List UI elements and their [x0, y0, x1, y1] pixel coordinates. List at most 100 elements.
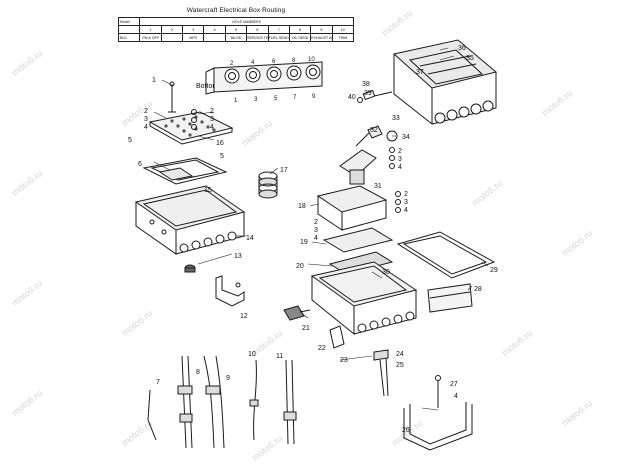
part-16-panel [148, 111, 234, 145]
callout-5: 5 [220, 153, 224, 160]
callout-8: 8 [196, 369, 200, 376]
bottom-hole-10: 10 [308, 57, 315, 63]
callout-10: 10 [248, 351, 256, 358]
fastener-stack-mid [389, 147, 401, 213]
part-21-relay [283, 305, 311, 321]
callout-4: 4 [314, 235, 318, 242]
callout-31: 31 [374, 183, 382, 190]
callout-3: 3 [314, 227, 318, 234]
diagram-title: Watercraft Electrical Box Routing [186, 7, 286, 14]
callout-3: 3 [144, 116, 148, 123]
part-38-connector [357, 89, 393, 103]
part-18-module [316, 185, 388, 231]
part-36-upper-module [392, 39, 498, 126]
callout-13: 13 [234, 253, 242, 260]
callout-3: 3 [404, 199, 408, 206]
callout-29: 29 [490, 267, 498, 274]
bottom-hole-9: 9 [312, 94, 316, 100]
callout-layer: 1 2 3 4 2 3 4 16 5 5 6 15 17 14 13 12 18… [128, 45, 498, 434]
bottom-hole-4: 4 [251, 60, 255, 66]
callout-3: 3 [398, 156, 402, 163]
callout-2: 2 [404, 191, 408, 198]
callout-4: 4 [144, 124, 148, 131]
part-6-gasket [142, 157, 228, 185]
routing-table: Model HOLE NUMBERS 1 2 3 4 5 6 7 8 9 10 … [117, 17, 355, 42]
bottom-view-strip [205, 61, 323, 95]
bottom-hole-8: 8 [292, 58, 296, 64]
bottom-hole-5: 5 [274, 96, 278, 102]
callout-19: 19 [300, 239, 308, 246]
callout-33: 33 [392, 115, 400, 122]
callout-38: 38 [362, 81, 370, 88]
callout-4: 4 [398, 164, 402, 171]
callout-32: 32 [370, 127, 378, 134]
callout-24: 24 [396, 351, 404, 358]
callout-2: 2 [144, 108, 148, 115]
callout-26: 26 [402, 427, 410, 434]
callout-17: 17 [280, 167, 288, 174]
callout-7: 7 [156, 379, 160, 386]
callout-37: 37 [416, 69, 424, 76]
callout-21: 21 [302, 325, 310, 332]
part-29-gasket [396, 231, 496, 279]
callout-15: 15 [204, 187, 212, 194]
callout-6: 6 [138, 161, 142, 168]
bottom-hole-3: 3 [254, 97, 258, 103]
part-17-coil [258, 171, 278, 199]
bottom-hole-6: 6 [272, 59, 276, 65]
part-31-solenoid [339, 125, 398, 185]
part-12-bracket [215, 275, 245, 307]
callout-1: 1 [152, 77, 156, 84]
part-10-cable [249, 359, 259, 441]
callout-9: 9 [226, 375, 230, 382]
fastener-stack-left [191, 109, 197, 130]
part-11-cable [283, 359, 297, 445]
callout-20: 20 [296, 263, 304, 270]
part-7-lead [147, 389, 157, 441]
part-30-main-box [310, 261, 418, 336]
callout-25: 25 [396, 362, 404, 369]
callout-40: 40 [348, 94, 356, 101]
callout-12: 12 [240, 313, 248, 320]
callout-11: 11 [276, 353, 283, 360]
callout-36: 36 [458, 45, 466, 52]
callout-3: 3 [210, 116, 214, 123]
bottom-hole-2: 2 [230, 61, 234, 67]
callout-2: 2 [314, 219, 318, 226]
callout-27: 27 [450, 381, 458, 388]
callout-5: 5 [128, 137, 132, 144]
callout-23: 23 [340, 357, 348, 364]
callout-4: 4 [210, 124, 214, 131]
part-14-lower-box [134, 185, 246, 255]
callout-2: 2 [210, 108, 214, 115]
part-28-cover [427, 283, 473, 313]
callout-18: 18 [298, 203, 306, 210]
part-8-harness [177, 355, 225, 449]
callout-35: 35 [466, 55, 474, 62]
bottom-hole-7: 7 [293, 95, 297, 101]
part-22-clip [329, 325, 345, 349]
callout-39: 39 [364, 90, 372, 97]
leader-lines [153, 47, 489, 411]
routing-entry: TRIM [331, 33, 355, 42]
part-1-vent [168, 81, 176, 113]
callout-4: 4 [454, 393, 458, 400]
part-26-bracket [403, 375, 473, 451]
callout-14: 14 [246, 235, 254, 242]
callout-16: 16 [216, 140, 224, 147]
routing-entry: EXHAUST ACTUATOR [310, 33, 333, 42]
callout-2: 2 [398, 148, 402, 155]
callout-22: 22 [318, 345, 326, 352]
callout-28: 28 [474, 286, 482, 293]
callout-34: 34 [402, 134, 410, 141]
bottom-hole-1: 1 [234, 98, 238, 104]
bottom-view-label: Bottom [196, 83, 219, 90]
routing-entry: SERVICE TEST [246, 33, 269, 42]
part-24-bolt [373, 349, 389, 397]
routing-entry-row: BLK ON & OFF MFD BILGE SERVICE TEST FUEL… [117, 33, 355, 42]
part-13-cap [184, 264, 196, 273]
callout-30: 30 [382, 269, 390, 276]
callout-4: 4 [404, 207, 408, 214]
